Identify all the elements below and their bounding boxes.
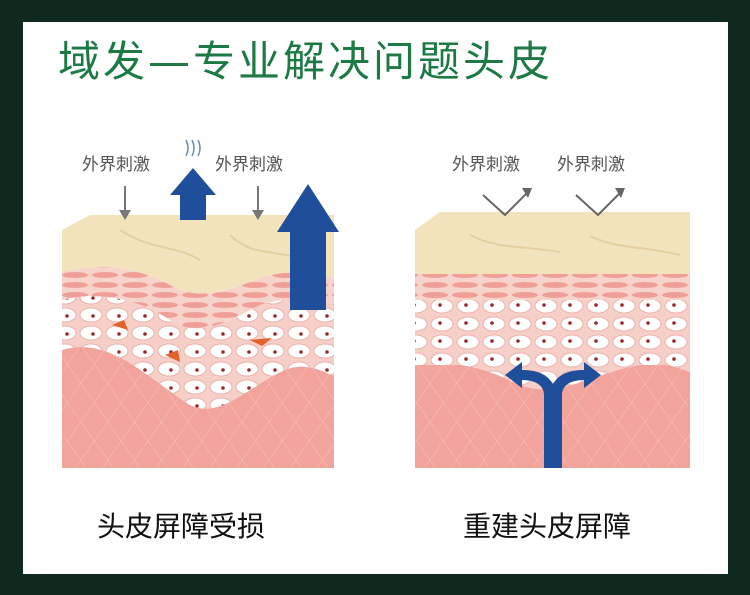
deflected-stimulus-arrow — [576, 188, 625, 215]
left-caption: 头皮屏障受损 — [97, 505, 265, 545]
deflected-stimulus-arrow — [483, 188, 532, 215]
stimulus-arrow-down — [119, 186, 131, 220]
stimulus-label: 外界刺激 — [557, 150, 625, 175]
right-caption: 重建头皮屏障 — [463, 505, 631, 545]
stimulus-arrow-down — [252, 186, 264, 220]
moisture-loss-arrow-small — [170, 140, 216, 220]
stimulus-label: 外界刺激 — [452, 150, 520, 175]
